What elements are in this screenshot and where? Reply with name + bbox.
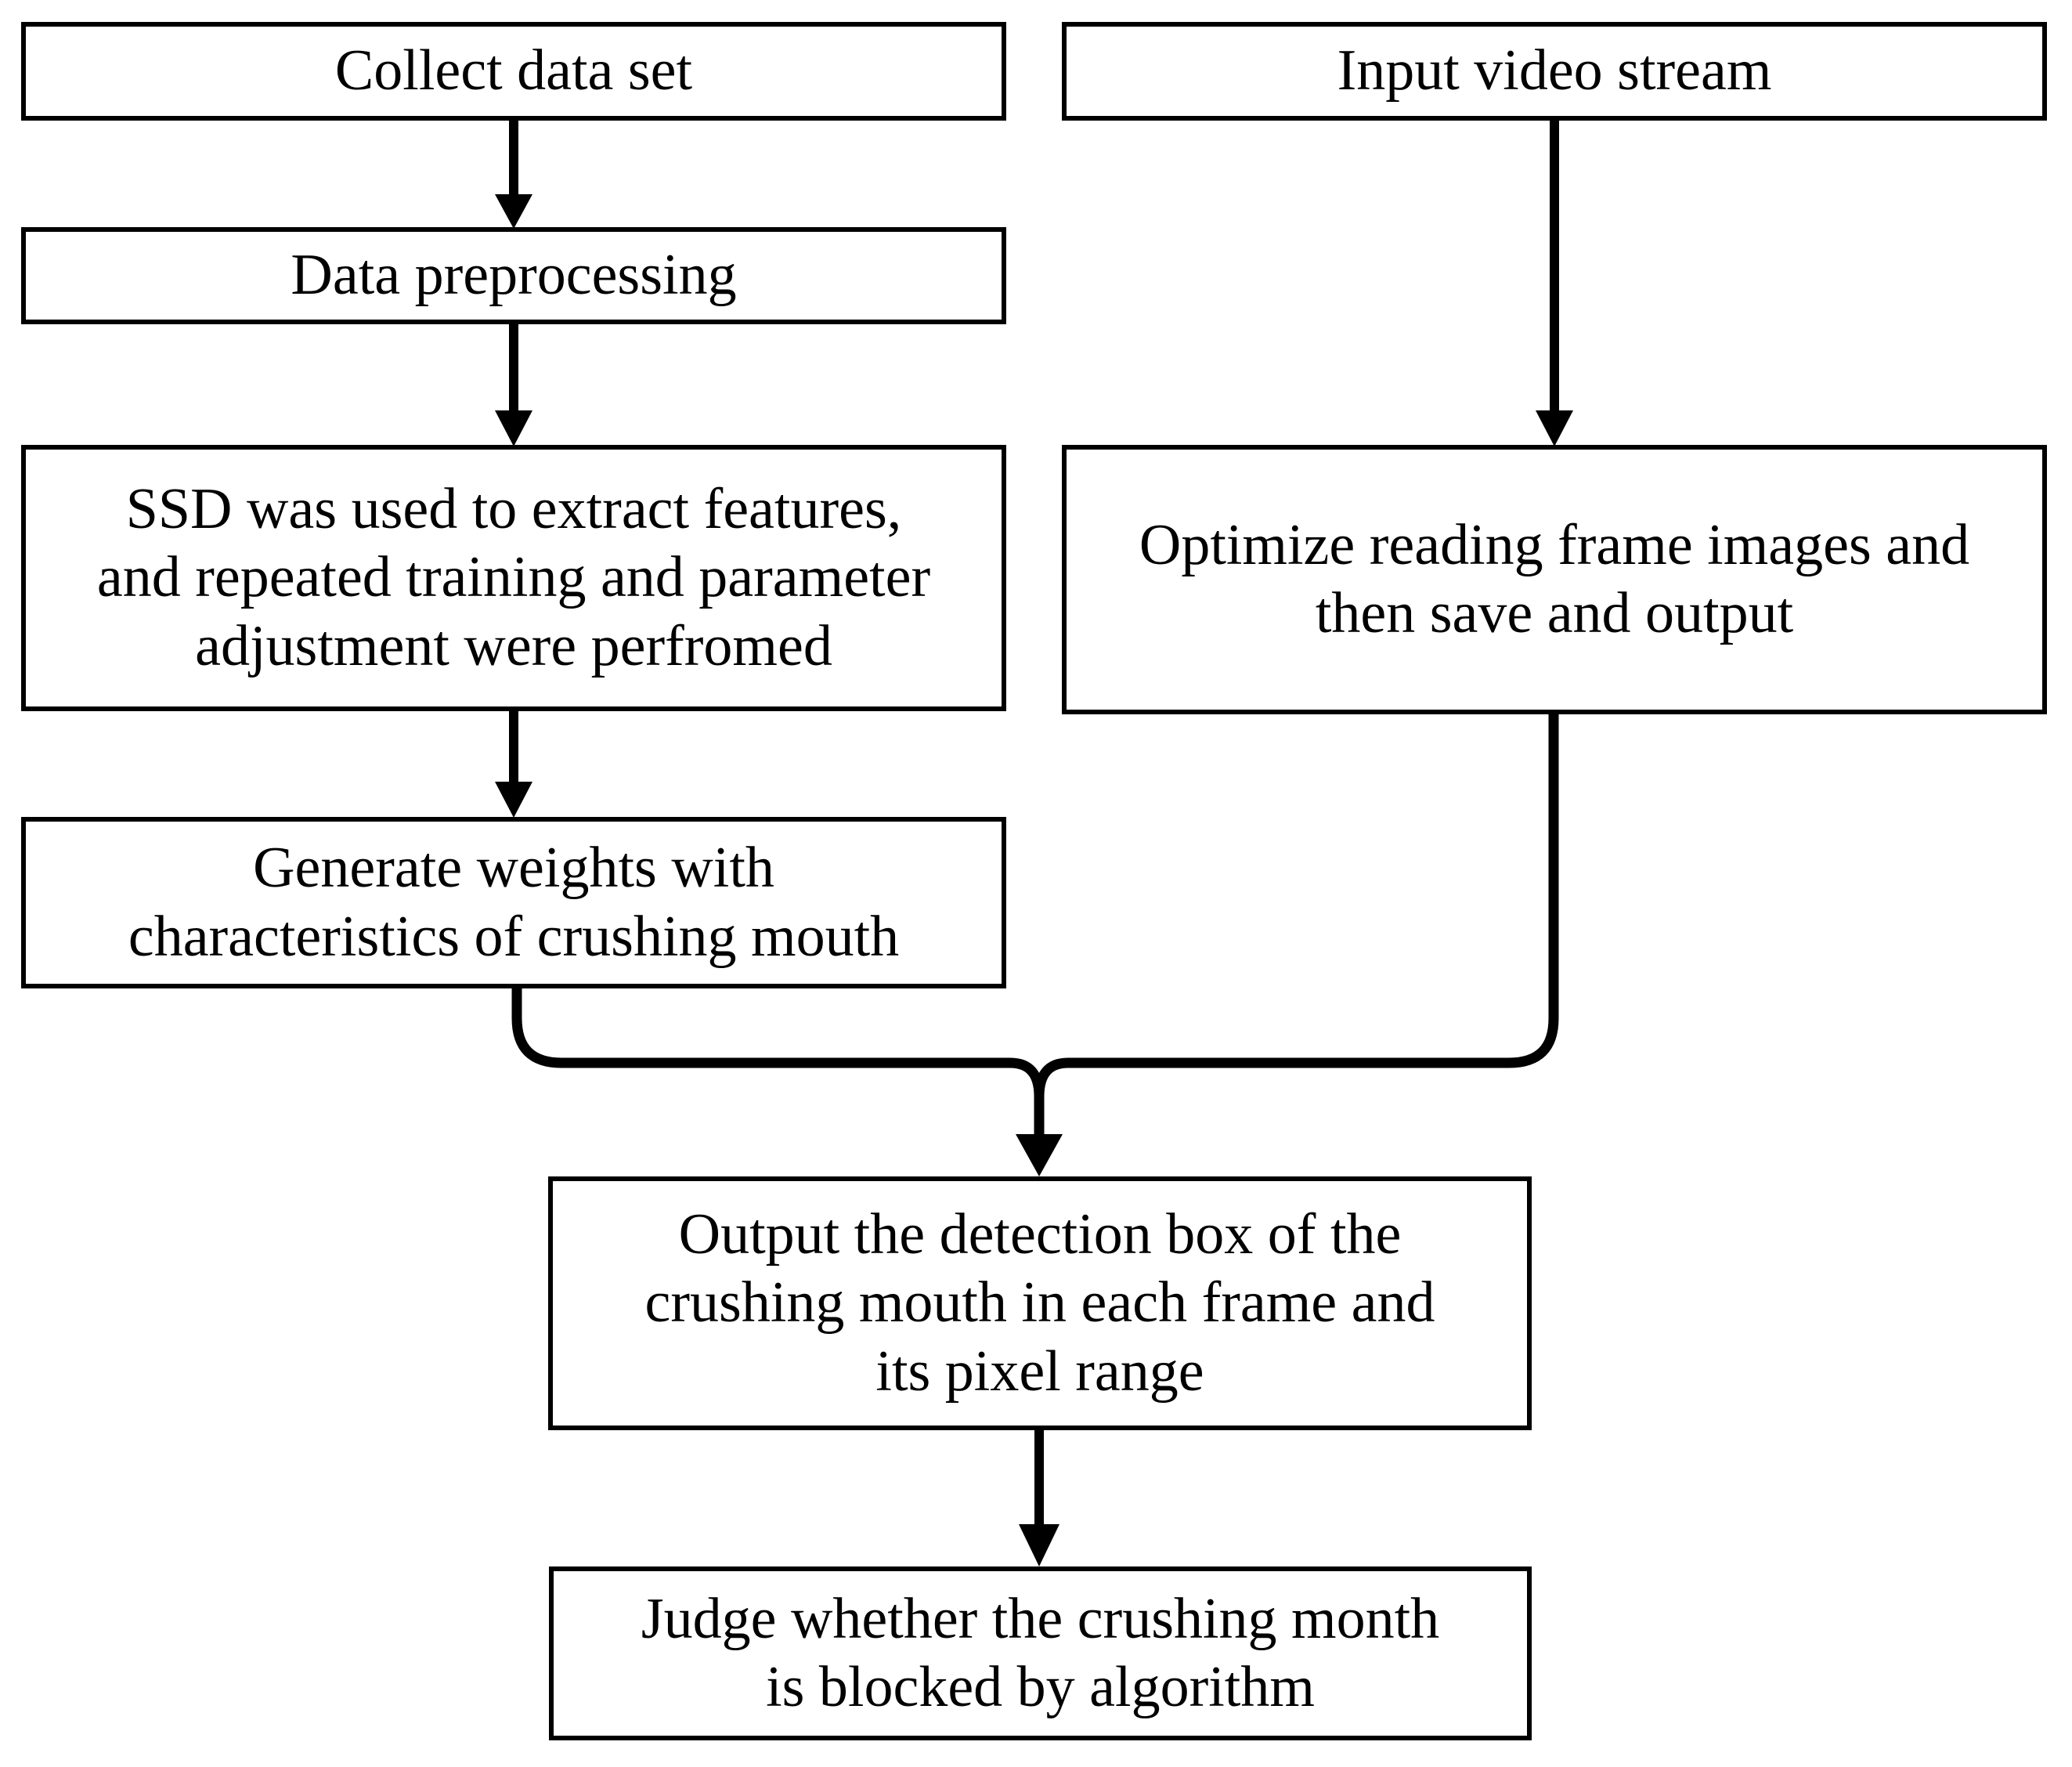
node-input-video-stream-label: Input video stream bbox=[1337, 38, 1772, 103]
edge-merge-to-outputbox bbox=[1009, 1057, 1069, 1176]
node-generate-weights[interactable]: Generate weights with characteristics of… bbox=[21, 817, 1006, 988]
edge-preprocess-to-ssd bbox=[495, 324, 532, 446]
node-optimize-reading-frames-label: Optimize reading frame images and then s… bbox=[1139, 512, 1970, 645]
edge-optimize-to-merge bbox=[1068, 714, 1559, 1068]
node-optimize-reading-frames[interactable]: Optimize reading frame images and then s… bbox=[1062, 445, 2047, 714]
node-data-preprocessing[interactable]: Data preprocessing bbox=[21, 227, 1006, 324]
node-judge-blockage[interactable]: Judge whether the crushing month is bloc… bbox=[549, 1566, 1532, 1740]
edge-outputbox-to-judge bbox=[1019, 1430, 1059, 1566]
node-generate-weights-label: Generate weights with characteristics of… bbox=[128, 836, 900, 969]
node-input-video-stream[interactable]: Input video stream bbox=[1062, 22, 2047, 121]
node-ssd-feature-extraction[interactable]: SSD was used to extract features, and re… bbox=[21, 445, 1006, 711]
edge-ssd-to-weights bbox=[495, 711, 532, 818]
node-output-detection-box-label: Output the detection box of the crushing… bbox=[644, 1202, 1435, 1404]
node-data-preprocessing-label: Data preprocessing bbox=[291, 243, 737, 308]
node-collect-data-set-label: Collect data set bbox=[334, 38, 693, 103]
node-judge-blockage-label: Judge whether the crushing month is bloc… bbox=[641, 1586, 1440, 1719]
node-ssd-feature-extraction-label: SSD was used to extract features, and re… bbox=[96, 477, 931, 678]
node-collect-data-set[interactable]: Collect data set bbox=[21, 22, 1006, 121]
edge-weights-to-merge bbox=[511, 988, 1010, 1068]
node-output-detection-box[interactable]: Output the detection box of the crushing… bbox=[548, 1176, 1532, 1430]
edge-inputvideo-to-optimize bbox=[1536, 121, 1573, 446]
edge-collect-to-preprocess bbox=[495, 121, 532, 229]
